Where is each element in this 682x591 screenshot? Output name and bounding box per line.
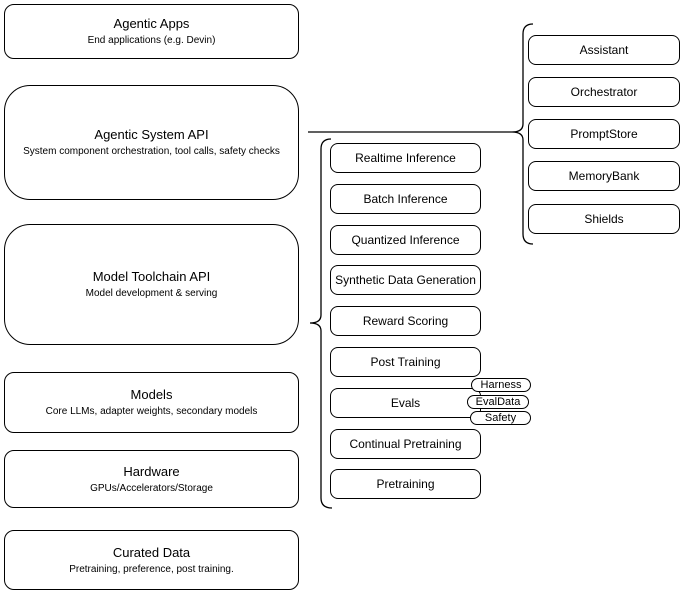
node-label: Continual Pretraining: [349, 437, 462, 451]
node-agentic-system-api: Agentic System API System component orch…: [4, 85, 299, 200]
node-label: Synthetic Data Generation: [335, 273, 476, 287]
node-curated-data: Curated Data Pretraining, preference, po…: [4, 530, 299, 590]
node-shields: Shields: [528, 204, 680, 234]
node-models: Models Core LLMs, adapter weights, secon…: [4, 372, 299, 433]
node-label: PromptStore: [570, 127, 638, 141]
node-label: Evals: [390, 396, 421, 410]
node-title: Models: [130, 387, 173, 402]
node-assistant: Assistant: [528, 35, 680, 65]
node-subtitle: GPUs/Accelerators/Storage: [90, 482, 213, 494]
node-label: MemoryBank: [568, 169, 640, 183]
node-label: Pretraining: [376, 477, 435, 491]
node-title: Agentic System API: [94, 127, 209, 142]
node-label: Shields: [584, 212, 624, 226]
node-subtitle: Pretraining, preference, post training.: [69, 563, 234, 575]
node-agentic-apps: Agentic Apps End applications (e.g. Devi…: [4, 4, 299, 59]
tag-label: Harness: [480, 378, 522, 391]
system-components-brace: [511, 23, 534, 245]
node-label: Assistant: [579, 43, 629, 57]
node-post-training: Post Training: [330, 347, 481, 377]
node-subtitle: Core LLMs, adapter weights, secondary mo…: [45, 406, 258, 417]
tag-harness: Harness: [471, 378, 531, 392]
node-label: Reward Scoring: [362, 314, 449, 328]
node-reward-scoring: Reward Scoring: [330, 306, 481, 336]
node-title: Curated Data: [112, 544, 191, 560]
node-subtitle: System component orchestration, tool cal…: [23, 146, 280, 157]
node-subtitle: End applications (e.g. Devin): [87, 35, 216, 46]
node-orchestrator: Orchestrator: [528, 77, 680, 107]
node-promptstore: PromptStore: [528, 119, 680, 149]
node-label: Realtime Inference: [355, 151, 456, 165]
toolchain-brace: [309, 138, 333, 509]
tag-safety: Safety: [470, 411, 531, 425]
node-label: Orchestrator: [570, 85, 638, 99]
node-model-toolchain-api: Model Toolchain API Model development & …: [4, 224, 299, 345]
node-synthetic-data-generation: Synthetic Data Generation: [330, 265, 481, 295]
node-subtitle: Model development & serving: [85, 288, 218, 299]
tag-label: Safety: [484, 411, 517, 424]
node-hardware: Hardware GPUs/Accelerators/Storage: [4, 450, 299, 508]
node-quantized-inference: Quantized Inference: [330, 225, 481, 255]
node-pretraining: Pretraining: [330, 469, 481, 499]
node-title: Model Toolchain API: [92, 269, 211, 284]
node-label: Quantized Inference: [351, 233, 460, 247]
node-evals: Evals: [330, 388, 481, 418]
node-memorybank: MemoryBank: [528, 161, 680, 191]
tag-evaldata: EvalData: [467, 395, 529, 409]
node-label: Batch Inference: [363, 192, 448, 206]
node-batch-inference: Batch Inference: [330, 184, 481, 214]
node-title: Hardware: [123, 463, 180, 479]
node-label: Post Training: [370, 355, 441, 369]
node-continual-pretraining: Continual Pretraining: [330, 429, 481, 459]
node-realtime-inference: Realtime Inference: [330, 143, 481, 173]
node-title: Agentic Apps: [113, 16, 190, 31]
tag-label: EvalData: [475, 395, 521, 408]
